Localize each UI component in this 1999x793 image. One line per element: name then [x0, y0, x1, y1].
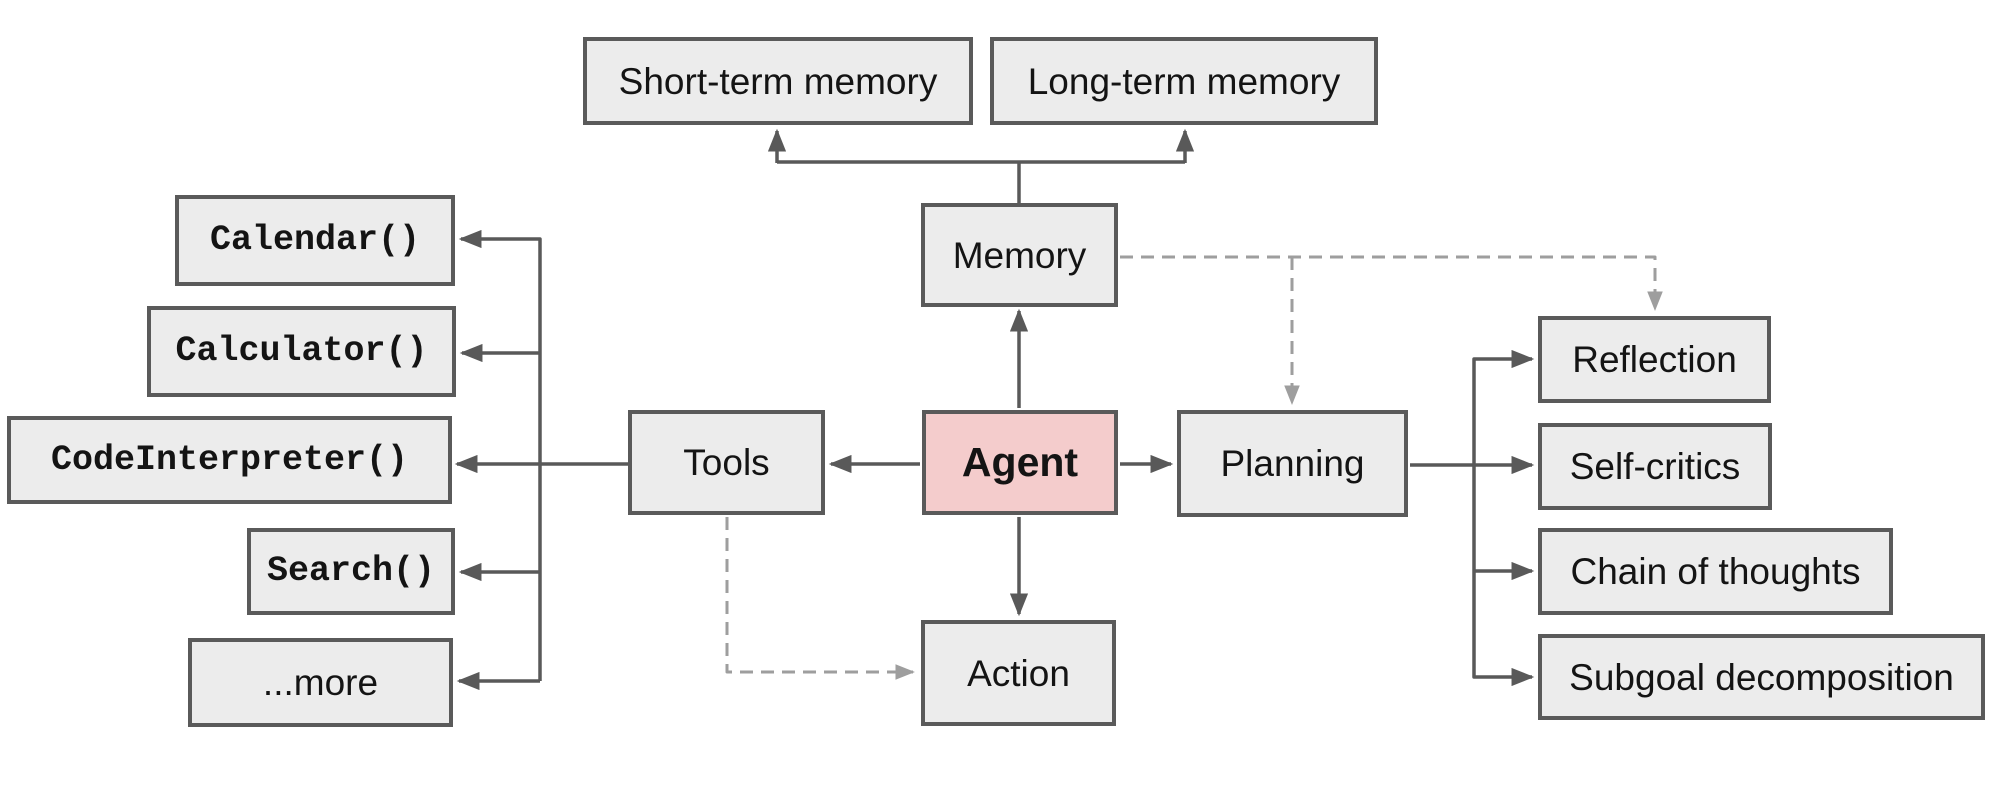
node-agent: Agent [922, 410, 1118, 515]
edge-memory-reflection-dashed [1120, 255, 1663, 311]
node-subgoal-decomposition: Subgoal decomposition [1538, 634, 1985, 720]
node-more-tools: ...more [188, 638, 453, 727]
node-self-critics: Self-critics [1538, 423, 1772, 510]
node-long-term-memory-label: Long-term memory [1027, 60, 1341, 102]
node-long-term-memory: Long-term memory [990, 37, 1378, 125]
node-calculator: Calculator() [147, 306, 456, 397]
edge-planning-reflection [1472, 349, 1535, 465]
node-memory-label: Memory [952, 234, 1087, 276]
node-self-critics-label: Self-critics [1569, 446, 1741, 487]
node-short-term-memory-label: Short-term memory [618, 60, 938, 102]
node-more-tools-label: ...more [262, 662, 379, 703]
node-calendar-label: Calendar() [209, 220, 421, 260]
node-action: Action [921, 620, 1116, 726]
node-calendar: Calendar() [175, 195, 455, 286]
node-tools: Tools [628, 410, 825, 515]
node-agent-label: Agent [961, 439, 1079, 485]
node-short-term-memory: Short-term memory [583, 37, 973, 125]
node-planning: Planning [1177, 410, 1408, 517]
node-search: Search() [247, 528, 455, 615]
edge-tools-calendar [458, 229, 542, 681]
node-calculator-label: Calculator() [175, 331, 428, 371]
node-chain-of-thoughts-label: Chain of thoughts [1570, 551, 1861, 592]
node-planning-label: Planning [1220, 443, 1365, 484]
node-action-label: Action [967, 652, 1070, 694]
node-reflection: Reflection [1538, 316, 1771, 403]
edge-tools-action-dashed [725, 517, 915, 680]
node-subgoal-decomposition-label: Subgoal decomposition [1569, 656, 1954, 698]
node-memory: Memory [921, 203, 1118, 307]
node-code-interpreter-label: CodeInterpreter() [50, 439, 409, 480]
node-tools-label: Tools [683, 442, 770, 483]
node-search-label: Search() [266, 551, 436, 591]
node-chain-of-thoughts: Chain of thoughts [1538, 528, 1893, 615]
node-reflection-label: Reflection [1572, 339, 1737, 380]
edge-planning-subgoal [1472, 465, 1535, 687]
node-code-interpreter: CodeInterpreter() [7, 416, 452, 504]
